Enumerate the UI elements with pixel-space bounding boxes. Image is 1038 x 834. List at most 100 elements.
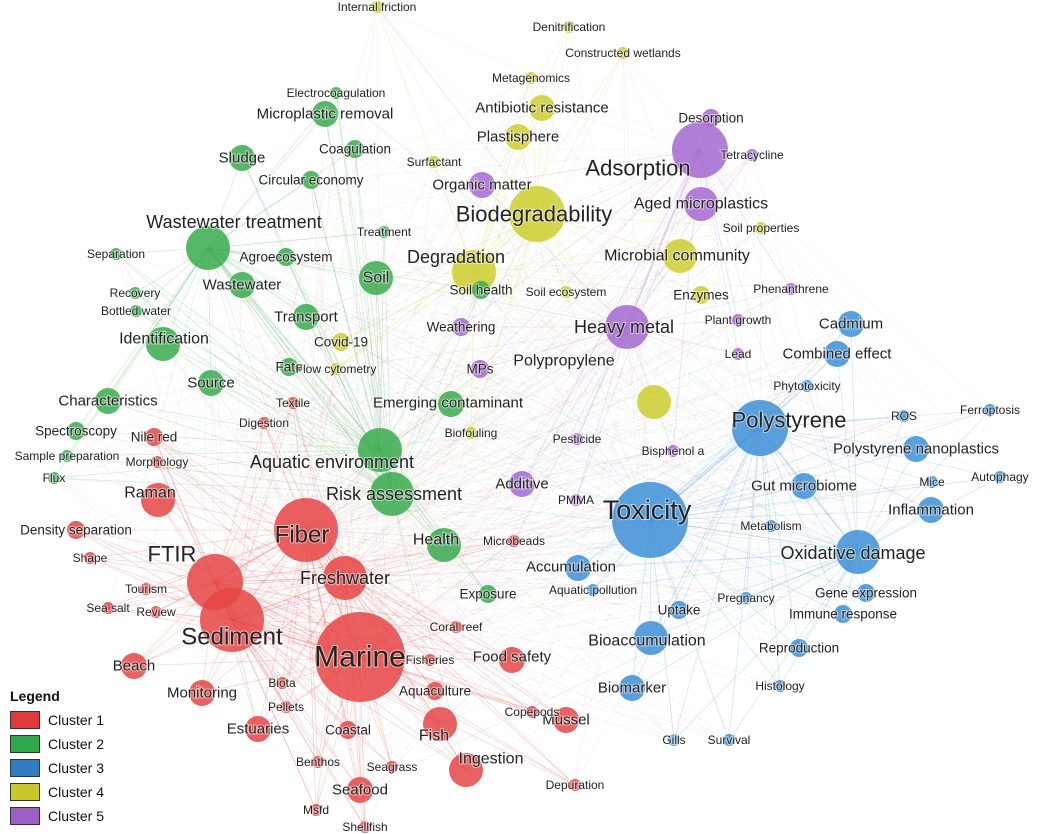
edge-line: [344, 567, 579, 579]
edge-line: [335, 92, 393, 495]
node-uptake: [670, 601, 688, 619]
node-oxidative-damage: [836, 530, 880, 574]
edge-line: [592, 551, 859, 591]
node-biomarker: [619, 675, 645, 701]
edge-line: [157, 493, 393, 501]
edge-line: [375, 277, 761, 429]
label-gills: Gills: [662, 733, 685, 747]
edge-line: [376, 6, 381, 451]
edge-line: [536, 26, 570, 215]
edge-line: [231, 319, 739, 621]
edge-line: [153, 436, 361, 658]
edge-line: [207, 247, 482, 291]
edge-line: [207, 247, 739, 355]
edge-line: [344, 577, 567, 721]
edge-line: [107, 247, 209, 609]
node-biofouling: [465, 427, 477, 439]
edge-line: [473, 271, 867, 594]
legend-label: Cluster 3: [48, 760, 105, 776]
edge-line: [288, 271, 475, 368]
label-benthos: Benthos: [296, 755, 340, 769]
legend-label: Cluster 4: [48, 784, 105, 800]
node-plastisphere: [505, 124, 531, 150]
edge-line: [340, 271, 475, 343]
node-morphology: [151, 456, 163, 468]
edge-line: [115, 253, 361, 658]
edge-line: [359, 52, 624, 658]
edge-line: [89, 529, 307, 559]
edge-line: [231, 427, 761, 621]
edge-line: [305, 203, 702, 531]
edge-line: [391, 353, 838, 495]
edge-line: [231, 288, 792, 621]
node-gills: [668, 734, 680, 746]
edge-line: [231, 161, 435, 621]
edge-line: [536, 52, 624, 215]
edge-line: [207, 247, 462, 328]
label-depuration: Depuration: [546, 778, 605, 792]
edge-line: [344, 577, 680, 611]
edge-line: [207, 247, 674, 452]
edge-line: [344, 525, 772, 579]
edge-line: [162, 343, 651, 521]
edge-line: [759, 427, 1001, 478]
edge-line: [649, 294, 702, 521]
edge-line: [263, 213, 538, 424]
node-digestion: [258, 417, 270, 429]
edge-line: [565, 427, 761, 721]
edge-line: [470, 213, 538, 434]
node-pmma: [570, 494, 582, 506]
node-survival: [723, 734, 735, 746]
label-msfd: Msfd: [303, 803, 329, 817]
label-shellfish: Shellfish: [342, 820, 387, 834]
node-tourism: [140, 583, 152, 595]
node-adsorption: [672, 122, 728, 178]
node-density-separation: [67, 521, 85, 539]
edge-line: [759, 427, 932, 511]
label-flux: Flux: [43, 471, 66, 485]
edge-line: [565, 551, 859, 721]
edge-line: [207, 247, 651, 521]
node-plant-growth: [732, 314, 744, 326]
label-surfactant: Surfactant: [407, 155, 462, 169]
node-msfd: [310, 804, 322, 816]
edge-line: [850, 323, 859, 553]
label-freshwater: Freshwater: [300, 568, 390, 588]
edge-line: [391, 161, 435, 495]
edge-line: [145, 493, 393, 590]
edge-line: [156, 461, 361, 658]
label-sea-salt: Sea salt: [86, 601, 130, 615]
node-cadmium: [838, 311, 864, 337]
edge-line: [650, 427, 761, 639]
label-polypropylene: Polypropylene: [513, 353, 615, 370]
label-monitoring: Monitoring: [167, 685, 237, 702]
legend-label: Cluster 1: [48, 712, 105, 728]
label-mussel: Mussel: [542, 712, 590, 729]
label-phenanthrene: Phenanthrene: [753, 282, 829, 296]
edge-line: [305, 213, 538, 318]
edge-line: [626, 326, 1001, 478]
edge-line: [207, 247, 212, 384]
edge-line: [305, 529, 747, 599]
edge-line: [429, 149, 701, 661]
edge-line: [376, 6, 761, 429]
edge-line: [145, 247, 209, 590]
edge-line: [305, 529, 800, 649]
label-nile-red: Nile red: [131, 430, 178, 445]
node-fiber: [274, 498, 338, 562]
edge-line: [473, 271, 651, 521]
edge-line: [241, 157, 538, 215]
label-aged-microplastics: Aged microplastics: [634, 196, 768, 213]
node-agroecosystem: [277, 248, 295, 266]
edge-line: [379, 326, 462, 451]
edge-line: [66, 149, 701, 457]
node-characteristics: [95, 388, 121, 414]
label-seagrass: Seagrass: [367, 760, 418, 774]
edge-line: [305, 409, 991, 531]
label-tourism: Tourism: [125, 582, 167, 596]
label-metagenomics: Metagenomics: [492, 71, 570, 85]
label-marine: Marine: [314, 641, 406, 674]
edge-line: [433, 161, 761, 429]
label-histology: Histology: [755, 679, 804, 693]
edge-line: [473, 149, 701, 273]
